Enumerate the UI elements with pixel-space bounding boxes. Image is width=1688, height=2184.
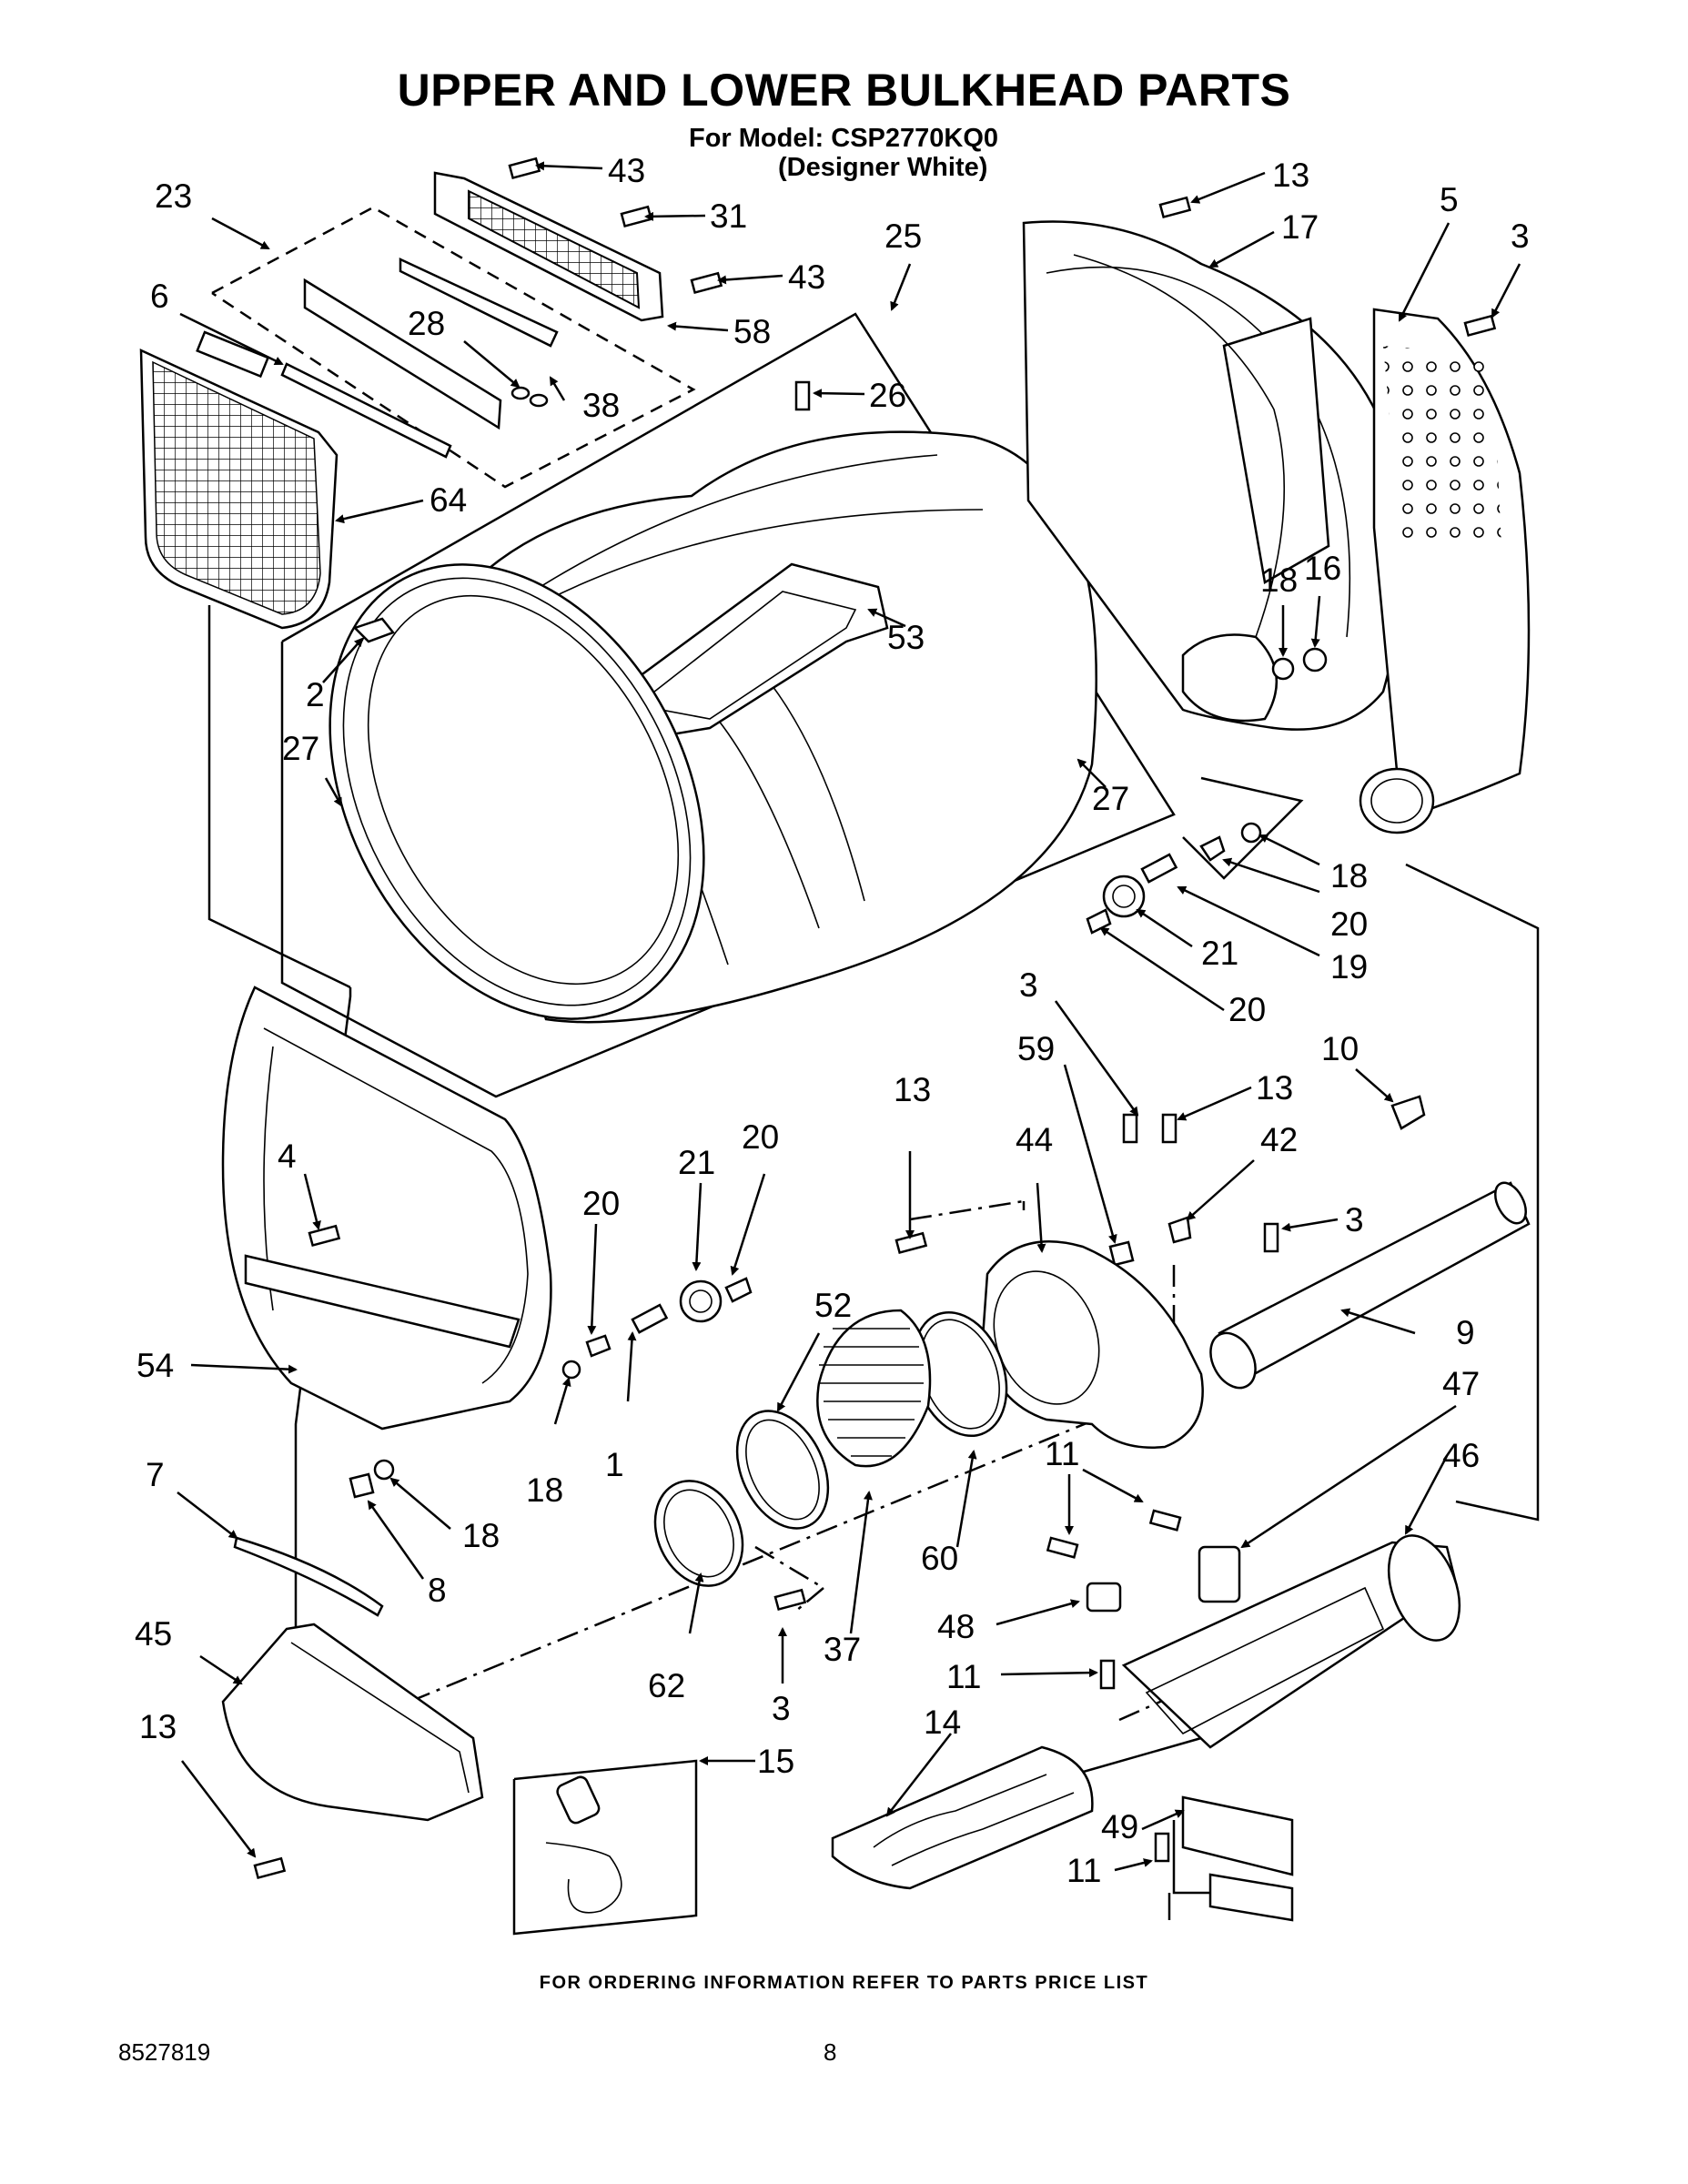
blower-gasket — [912, 1310, 1008, 1438]
callout-17: 17 — [1281, 208, 1319, 246]
lint-rail — [303, 258, 559, 430]
drum-clip — [352, 617, 396, 643]
clip-10 — [1390, 1095, 1426, 1130]
callout-27: 27 — [282, 730, 319, 767]
model-line: For Model: CSP2770KQ0 — [689, 124, 999, 153]
callout-9: 9 — [1456, 1314, 1475, 1351]
callout-14: 14 — [924, 1704, 961, 1741]
callout-13: 13 — [894, 1071, 931, 1108]
callout-15: 15 — [757, 1743, 794, 1780]
lint-duct — [221, 1623, 484, 1822]
lint-grille — [433, 171, 664, 322]
seal-strip — [280, 362, 452, 459]
callout-10: 10 — [1321, 1030, 1359, 1067]
callout-6: 6 — [150, 278, 169, 315]
callout-19: 19 — [1330, 948, 1368, 986]
callout-11: 11 — [946, 1658, 981, 1695]
seal-ring-62 — [653, 1480, 744, 1587]
document-number: 8527819 — [118, 2038, 211, 2066]
callout-23: 23 — [155, 177, 192, 215]
heater-element — [831, 1745, 1094, 1890]
strip-7 — [233, 1536, 384, 1617]
callout-64: 64 — [430, 481, 467, 519]
callout-47: 47 — [1442, 1365, 1480, 1402]
callout-27: 27 — [1092, 780, 1129, 817]
callout-20: 20 — [1228, 991, 1266, 1028]
callout-49: 49 — [1101, 1808, 1138, 1845]
callout-43: 43 — [608, 152, 645, 189]
callout-46: 46 — [1442, 1437, 1480, 1474]
callout-52: 52 — [814, 1287, 852, 1324]
callout-20: 20 — [1330, 905, 1368, 943]
small-brackets — [1108, 1216, 1192, 1267]
callout-53: 53 — [887, 619, 925, 656]
callout-3: 3 — [1511, 217, 1530, 255]
model-variant: (Designer White) — [778, 153, 988, 182]
wire-harness-kit — [512, 1759, 698, 1936]
callout-44: 44 — [1016, 1121, 1053, 1158]
blower-wheel — [816, 1309, 932, 1468]
callout-1: 1 — [605, 1446, 624, 1483]
felt-seal-ring — [329, 563, 705, 1020]
callout-18: 18 — [1260, 561, 1298, 599]
callout-62: 62 — [648, 1667, 685, 1704]
callout-8: 8 — [428, 1572, 447, 1609]
callout-28: 28 — [408, 305, 445, 342]
callout-3: 3 — [1345, 1201, 1364, 1239]
rear-bulkhead — [1022, 220, 1403, 731]
callout-54: 54 — [136, 1347, 174, 1384]
leader-lines — [177, 161, 1521, 1872]
callout-21: 21 — [1201, 935, 1238, 972]
callout-3: 3 — [772, 1690, 791, 1727]
heater-box — [1121, 1534, 1461, 1749]
lint-screen — [139, 330, 339, 630]
callout-5: 5 — [1440, 181, 1459, 218]
callout-11: 11 — [1045, 1435, 1079, 1472]
callout-13: 13 — [1272, 157, 1309, 194]
callout-26: 26 — [869, 377, 906, 414]
callout-37: 37 — [824, 1631, 861, 1668]
callout-18: 18 — [526, 1471, 563, 1509]
callout-2: 2 — [306, 676, 325, 713]
callout-31: 31 — [710, 197, 747, 235]
page-number: 8 — [824, 2038, 837, 2066]
callout-11: 11 — [1066, 1852, 1101, 1889]
spring-pair — [510, 386, 549, 408]
callout-42: 42 — [1260, 1121, 1298, 1158]
exhaust-duct — [1209, 1181, 1531, 1390]
bracket-49 — [1181, 1795, 1294, 1922]
callout-3: 3 — [1019, 966, 1038, 1004]
heater-vent-plate — [1359, 308, 1531, 834]
ordering-note: FOR ORDERING INFORMATION REFER TO PARTS … — [539, 1973, 1149, 1993]
roller-assemblies — [349, 822, 1262, 1499]
callout-13: 13 — [139, 1708, 177, 1745]
callout-4: 4 — [278, 1138, 297, 1175]
callout-58: 58 — [733, 313, 771, 350]
callout-48: 48 — [937, 1608, 975, 1645]
callout-16: 16 — [1304, 550, 1341, 587]
callout-59: 59 — [1017, 1030, 1055, 1067]
callout-18: 18 — [1330, 857, 1368, 895]
callout-60: 60 — [921, 1540, 958, 1577]
thermostats — [1086, 1545, 1241, 1613]
callout-18: 18 — [462, 1517, 500, 1554]
callout-7: 7 — [146, 1456, 165, 1493]
screws — [253, 157, 1497, 1880]
callout-25: 25 — [884, 217, 922, 255]
callout-13: 13 — [1256, 1069, 1293, 1107]
callout-20: 20 — [582, 1185, 620, 1222]
callout-21: 21 — [678, 1144, 715, 1181]
blower-seal-52 — [735, 1410, 830, 1530]
callout-43: 43 — [788, 258, 825, 296]
callout-38: 38 — [582, 387, 620, 424]
lower-bulkhead-panel — [221, 986, 552, 1431]
callout-labels: 43 31 43 58 23 6 28 38 26 25 64 53 2 27 … — [135, 152, 1530, 1889]
callout-20: 20 — [742, 1118, 779, 1156]
callout-45: 45 — [135, 1615, 172, 1653]
blower-housing — [981, 1240, 1204, 1449]
page-title: UPPER AND LOWER BULKHEAD PARTS — [397, 65, 1291, 116]
